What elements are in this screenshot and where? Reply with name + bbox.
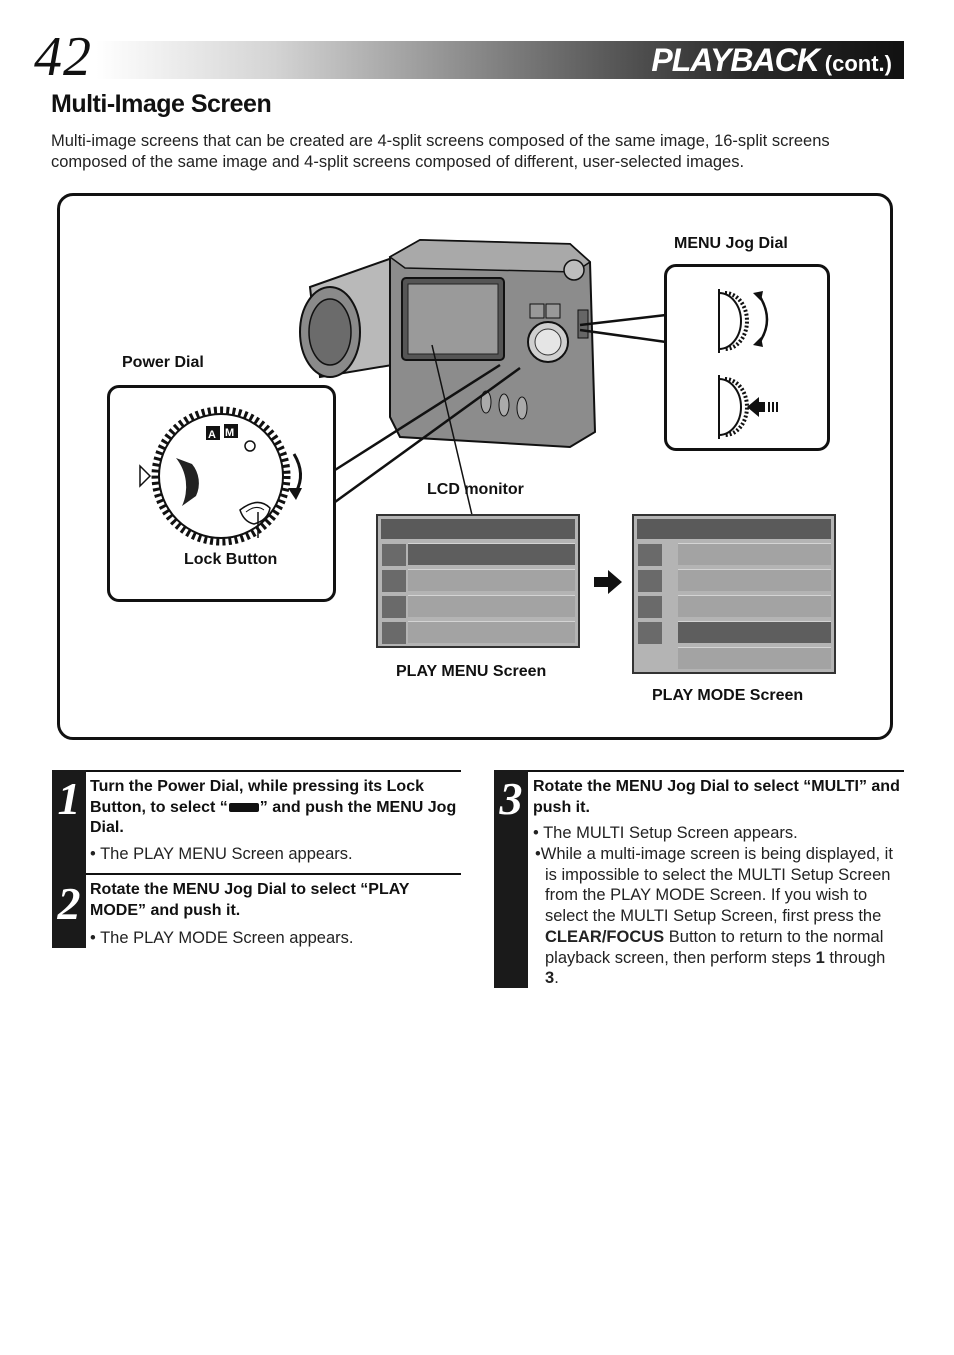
playback-mode-symbol (228, 802, 259, 812)
jog-dial-icon (718, 289, 778, 439)
step-1-heading: Turn the Power Dial, while pressing its … (90, 778, 457, 836)
play-menu-screen-label: PLAY MENU Screen (396, 663, 547, 680)
screen-title-bar (637, 519, 831, 539)
menu-row (678, 647, 831, 669)
step-bar-left: 1 2 (52, 770, 86, 948)
step-2-bullet: • The PLAY MODE Screen appears. (90, 929, 354, 947)
step-3-rule (528, 770, 904, 772)
menu-thumb (382, 570, 406, 592)
section-title: Multi-Image Screen (51, 90, 272, 118)
step-2-rule (86, 873, 461, 875)
header-band (96, 41, 904, 79)
page-title: PLAYBACK(cont.) (651, 42, 892, 78)
menu-row (408, 595, 575, 617)
menu-row (408, 569, 575, 591)
menu-thumb (638, 570, 662, 592)
menu-thumb (382, 622, 406, 644)
menu-row (678, 595, 831, 617)
menu-thumb (638, 596, 662, 618)
menu-thumb (638, 622, 662, 644)
menu-row (678, 543, 831, 565)
title-main: PLAYBACK (651, 42, 819, 78)
menu-thumb (638, 544, 662, 566)
menu-jog-dial-label: MENU Jog Dial (674, 235, 788, 252)
step-number-3: 3 (499, 773, 523, 824)
step-3-heading: Rotate the MENU Jog Dial to select “MULT… (533, 778, 900, 816)
play-menu-screen (376, 514, 580, 648)
title-suffix: (cont.) (824, 51, 892, 76)
arrow-right-icon (594, 570, 622, 594)
menu-thumb (382, 544, 406, 566)
diagram-frame (57, 193, 893, 740)
menu-row-selected (408, 543, 575, 565)
dial-letter-a: A (208, 429, 216, 441)
callout-lines (334, 313, 667, 516)
screen-title-bar (381, 519, 575, 539)
play-mode-screen (632, 514, 836, 674)
camera-illustration (299, 238, 597, 449)
power-dial-icon: A M (139, 406, 302, 546)
menu-jog-dial-callout (664, 264, 830, 451)
step-3-bullet-2: •While a multi-image screen is being dis… (535, 845, 893, 988)
menu-row (678, 569, 831, 591)
menu-row (408, 621, 575, 643)
lcd-monitor-label: LCD monitor (427, 481, 524, 498)
step-bar-right: 3 (494, 770, 528, 988)
step-number-2: 2 (57, 878, 81, 929)
step-1-rule (86, 770, 461, 772)
dial-mode-a (206, 426, 220, 440)
menu-row-selected (678, 621, 831, 643)
step-1-bullet: • The PLAY MENU Screen appears. (90, 845, 353, 863)
lock-button-label: Lock Button (184, 551, 278, 568)
page-number: 42 (34, 26, 92, 88)
play-mode-screen-label: PLAY MODE Screen (652, 687, 804, 704)
intro-paragraph: Multi-image screens that can be created … (51, 132, 830, 171)
dial-letter-m: M (225, 427, 234, 439)
step-2-heading: Rotate the MENU Jog Dial to select “PLAY… (90, 881, 410, 919)
step-number-1: 1 (57, 773, 81, 824)
power-dial-callout: A M (107, 385, 336, 602)
power-dial-label: Power Dial (122, 354, 204, 371)
step-3-bullet-1: • The MULTI Setup Screen appears. (533, 824, 798, 842)
menu-thumb (382, 596, 406, 618)
